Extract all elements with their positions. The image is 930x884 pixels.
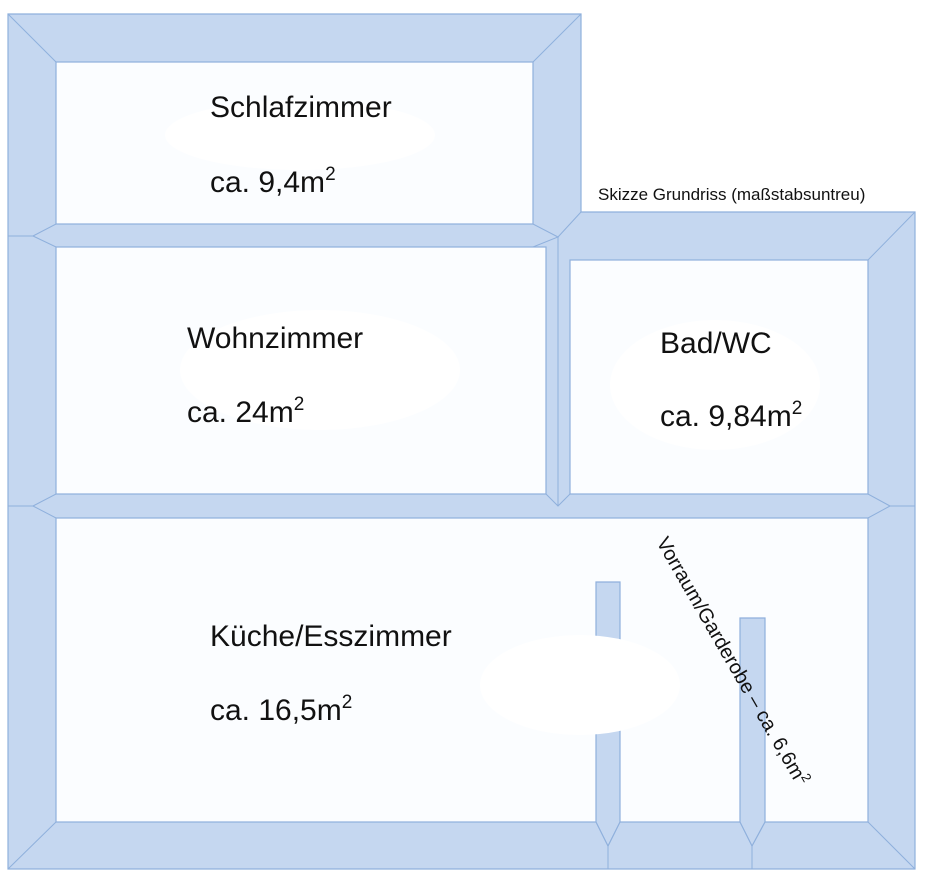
wohnzimmer-area-sup: 2 [294,394,305,415]
wohnzimmer-area-value: ca. 24m [187,396,294,429]
room-kueche [55,517,869,823]
plan-caption: Skizze Grundriss (maßstabsuntreu) [598,185,865,204]
wohnzimmer-name: Wohnzimmer [187,322,363,355]
bad-name: Bad/WC [660,327,772,360]
kueche-area: ca. 16,5m2 [210,692,352,727]
schlafzimmer-area-sup: 2 [325,164,336,185]
bad-area-value: ca. 9,84m [660,400,792,433]
erased-blots [165,100,820,735]
wohnzimmer-area: ca. 24m2 [187,394,304,429]
schlafzimmer-name: Schlafzimmer [210,91,392,124]
vorraum-wall-right [739,617,766,848]
bad-area: ca. 9,84m2 [660,398,802,433]
bad-area-sup: 2 [792,398,803,419]
kueche-area-value: ca. 16,5m [210,694,342,727]
kueche-name: Küche/Esszimmer [210,620,452,653]
schlafzimmer-area-value: ca. 9,4m [210,166,325,199]
kueche-area-sup: 2 [342,692,353,713]
schlafzimmer-area: ca. 9,4m2 [210,164,336,199]
